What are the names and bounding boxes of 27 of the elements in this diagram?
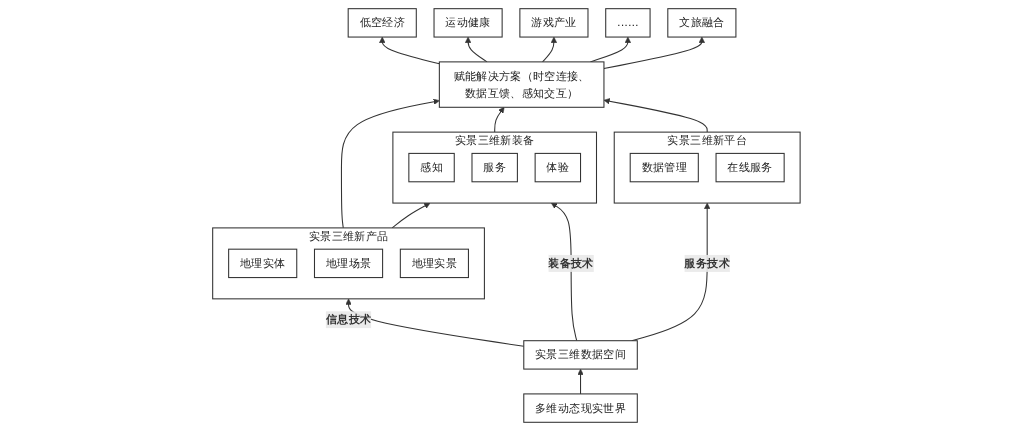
arrow xyxy=(379,36,440,64)
node-box: 实景三维数据空间 xyxy=(523,339,638,370)
node-box: 地理场景 xyxy=(314,248,384,278)
edge-label: 信息技术 xyxy=(325,312,372,326)
arrow xyxy=(542,36,558,62)
node-box: 地理实体 xyxy=(228,248,298,278)
arrow xyxy=(551,202,578,341)
node-box: 在线服务 xyxy=(715,152,785,182)
node-box: 游戏产业 xyxy=(519,7,589,38)
arrow xyxy=(391,202,431,228)
node-box: 低空经济 xyxy=(347,7,417,38)
node-box: ...... xyxy=(605,7,651,38)
arrow xyxy=(494,106,505,133)
node-box: 多维动态现实世界 xyxy=(523,392,638,423)
node-box: 体验 xyxy=(534,152,582,182)
node-box: 文旅融合 xyxy=(667,7,737,38)
node-box: 地理实景 xyxy=(399,248,470,278)
node-box: 运动健康 xyxy=(433,7,503,38)
arrow xyxy=(465,36,488,62)
edge-label: 服务技术 xyxy=(684,255,730,270)
node-box: 数据管理 xyxy=(629,152,699,182)
node-box: 感知 xyxy=(408,152,455,182)
node-box: 赋能解决方案（时空连接、数据互馈、感知交互） xyxy=(438,60,605,108)
edge-label: 装备技术 xyxy=(548,255,594,270)
arrow xyxy=(341,98,440,228)
node-box: 服务 xyxy=(471,152,518,182)
arrow xyxy=(577,368,584,394)
